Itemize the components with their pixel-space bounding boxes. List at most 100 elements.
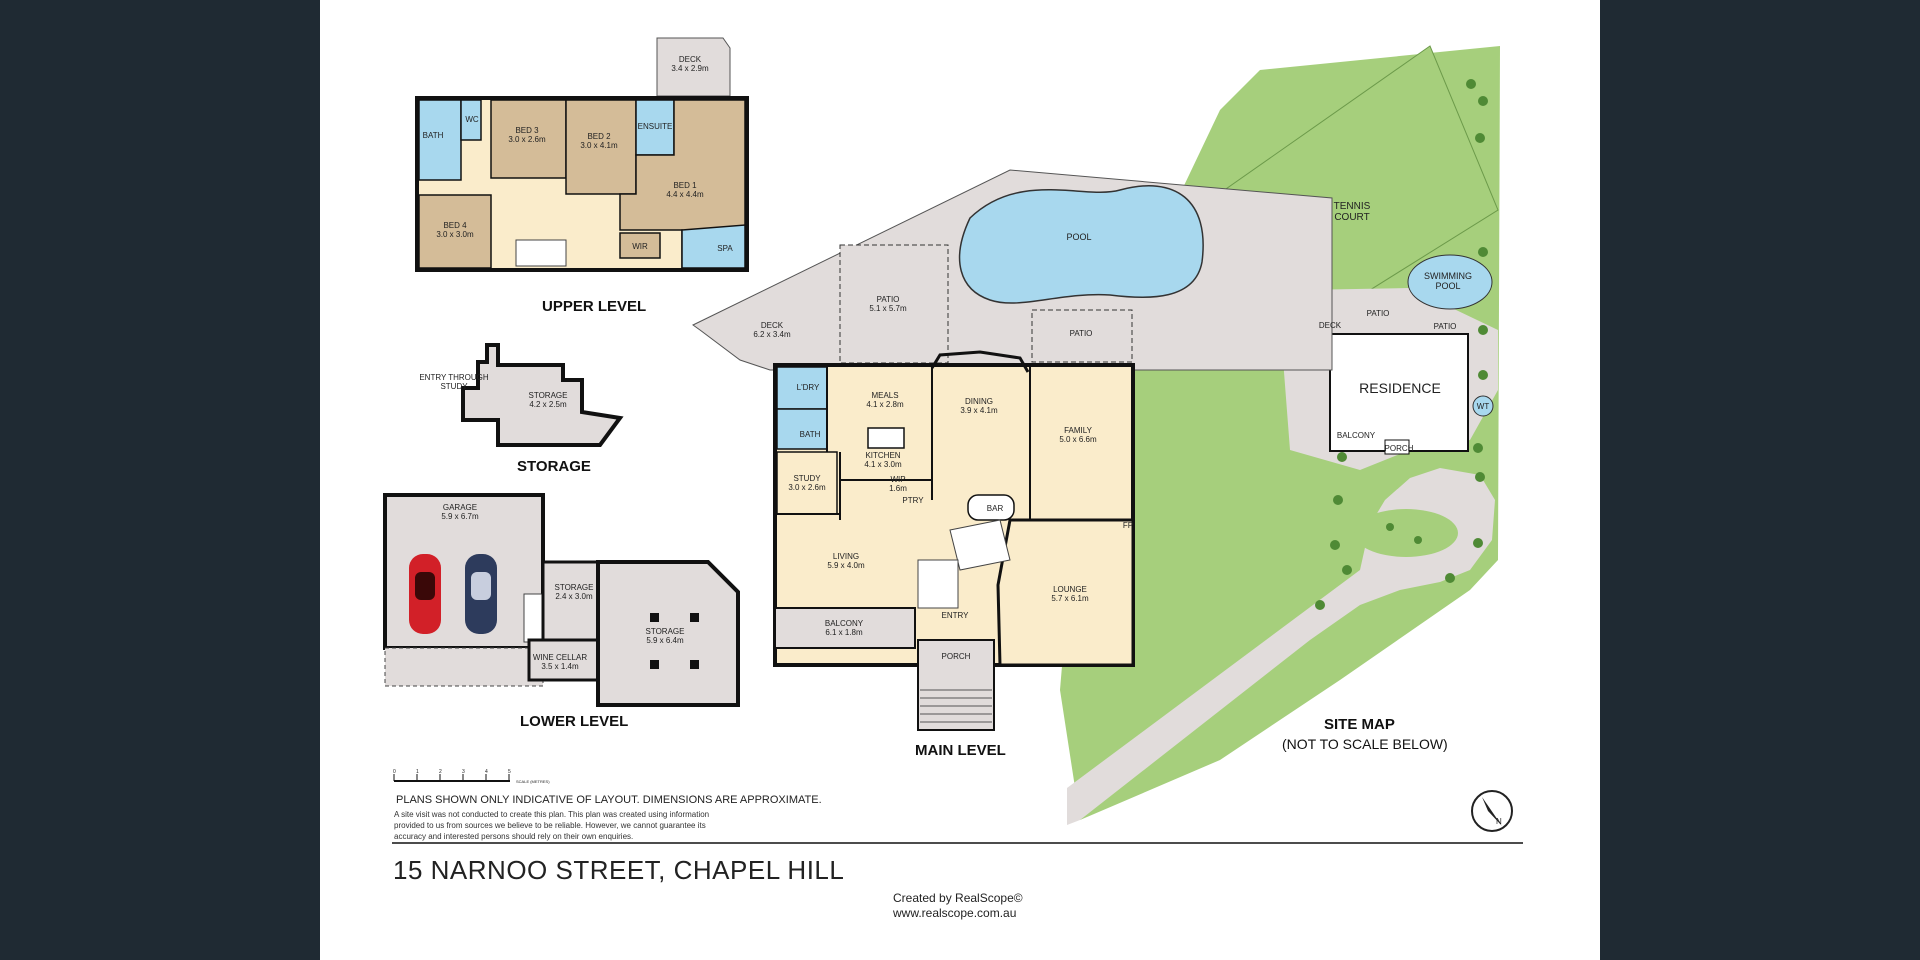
storage-room [461, 343, 624, 447]
upper-stairs [515, 239, 567, 267]
room-label-site-patio-b: PATIO [1434, 322, 1457, 331]
room-label-site-swimming-pool: SWIMMING [1424, 271, 1472, 281]
room-label-lower-storage-large-size: 5.9 x 6.4m [646, 636, 684, 645]
room-label-main-meals-size: 4.1 x 2.8m [866, 400, 904, 409]
room-label-main-patio-small: PATIO [1070, 329, 1093, 338]
upper-bath [418, 99, 462, 181]
driveway-island [1354, 509, 1458, 557]
room-label-main-wip-size: 1.6m [889, 484, 907, 493]
lower-level-plan [383, 493, 740, 707]
room-label-main-fireplace: FP [1123, 521, 1133, 530]
room-label-main-dining-size: 3.9 x 4.1m [960, 406, 998, 415]
main-entry-stairs [917, 559, 959, 609]
room-label-lower-storage-small: STORAGE [555, 583, 594, 592]
upper-wir [619, 232, 661, 259]
scale-tick-2: 2 [439, 769, 442, 775]
room-label-upper-bed1: BED 1 [673, 181, 697, 190]
site-porch [1384, 439, 1410, 455]
credit-website: www.realscope.com.au [893, 906, 1017, 920]
room-label-site-swimming-pool-size: POOL [1435, 281, 1460, 291]
room-label-main-living-size: 5.9 x 4.0m [827, 561, 865, 570]
main-patio-small [1031, 309, 1133, 363]
room-label-site-patio-a: PATIO [1367, 309, 1390, 318]
room-label-site-residence: RESIDENCE [1359, 380, 1441, 396]
lower-level-title: LOWER LEVEL [520, 713, 629, 730]
upper-level-title: UPPER LEVEL [542, 298, 647, 315]
lower-wine-cellar [527, 638, 611, 682]
room-label-upper-bed4: BED 4 [443, 221, 467, 230]
room-label-main-wip: WIP [890, 475, 905, 484]
compass-north-label: N [1496, 817, 1502, 826]
upper-bed3 [490, 99, 567, 179]
room-label-lower-garage-size: 5.9 x 6.7m [441, 512, 479, 521]
room-label-storage_level-storage-size: 4.2 x 2.5m [529, 400, 567, 409]
main-lounge-wall [996, 518, 1135, 667]
fine-print-3: accuracy and interested persons should r… [394, 832, 634, 841]
room-label-site-tennis: TENNIS [1334, 201, 1371, 212]
site-water-tank [1472, 395, 1494, 417]
room-label-storage_level-storage: STORAGE [529, 391, 568, 400]
car-red [409, 554, 441, 634]
lower-columns [650, 613, 699, 669]
room-label-lower-wine-cellar-size: 3.5 x 1.4m [541, 662, 579, 671]
site-residence [1329, 333, 1469, 452]
room-label-upper-bed3-size: 3.0 x 2.6m [508, 135, 546, 144]
car-blue [465, 554, 497, 634]
room-label-upper-wir: WIR [632, 242, 648, 251]
room-label-lower-wine-cellar: WINE CELLAR [533, 653, 587, 662]
room-label-upper-spa: SPA [717, 244, 733, 253]
lower-driveway [384, 647, 544, 687]
upper-bed2 [565, 99, 637, 195]
room-label-main-deck-size: 6.2 x 3.4m [753, 330, 791, 339]
room-label-upper-wc: WC [465, 115, 479, 124]
upper-level-plan [415, 37, 749, 272]
room-label-upper-bed1-size: 4.4 x 4.4m [666, 190, 704, 199]
room-label-site-porch: PORCH [1385, 444, 1414, 453]
upper-wc [460, 99, 482, 141]
storage-level-plan [461, 343, 624, 447]
room-label-main-bar: BAR [987, 504, 1004, 513]
room-label-main-kitchen: KITCHEN [865, 451, 900, 460]
room-label-main-family: FAMILY [1064, 426, 1093, 435]
room-label-upper-bed3: BED 3 [515, 126, 539, 135]
main-study [776, 451, 838, 515]
room-label-main-living: LIVING [833, 552, 859, 561]
room-label-main-dining: DINING [965, 397, 993, 406]
storage-level-title: STORAGE [517, 458, 591, 475]
main-pool [958, 185, 1204, 304]
room-label-upper-bath: BATH [423, 131, 444, 140]
site-map-title: SITE MAP [1324, 716, 1395, 733]
main-porch-steps [920, 689, 992, 723]
room-label-storage_level-entry-size: STUDY [440, 382, 468, 391]
room-label-main-lounge-size: 5.7 x 6.1m [1051, 594, 1089, 603]
room-label-lower-storage-small-size: 2.4 x 3.0m [555, 592, 593, 601]
room-label-lower-garage: GARAGE [443, 503, 477, 512]
room-label-upper-bed2-size: 3.0 x 4.1m [580, 141, 618, 150]
site-map-note: (NOT TO SCALE BELOW) [1282, 736, 1448, 752]
room-label-upper-bed2: BED 2 [587, 132, 611, 141]
room-label-main-family-size: 5.0 x 6.6m [1059, 435, 1097, 444]
scale-tick-3: 3 [462, 769, 465, 775]
room-label-upper-deck-size: 3.4 x 2.9m [671, 64, 709, 73]
disclaimer: PLANS SHOWN ONLY INDICATIVE OF LAYOUT. D… [396, 794, 822, 806]
room-label-main-pantry: PTRY [902, 496, 924, 505]
room-label-site-balcony: BALCONY [1337, 431, 1376, 440]
scale-tick-0: 0 [393, 769, 396, 775]
main-kitchen-island [867, 427, 905, 449]
scale-tick-5: 5 [508, 769, 511, 775]
main-dining-bay [930, 350, 1030, 373]
main-interior-walls [775, 365, 1031, 520]
room-label-upper-deck: DECK [679, 55, 702, 64]
room-label-main-deck: DECK [761, 321, 784, 330]
room-label-main-meals: MEALS [871, 391, 898, 400]
site-trees [1315, 79, 1488, 610]
fine-print-1: A site visit was not conducted to create… [394, 810, 710, 819]
scale-bar: 0 1 2 3 4 5 SCALE (METRES) [393, 769, 550, 784]
room-label-main-pool: POOL [1066, 232, 1091, 242]
scale-tick-1: 1 [416, 769, 419, 775]
room-label-main-bath: BATH [800, 430, 821, 439]
scale-label: SCALE (METRES) [516, 779, 550, 784]
room-label-main-study: STUDY [793, 474, 821, 483]
